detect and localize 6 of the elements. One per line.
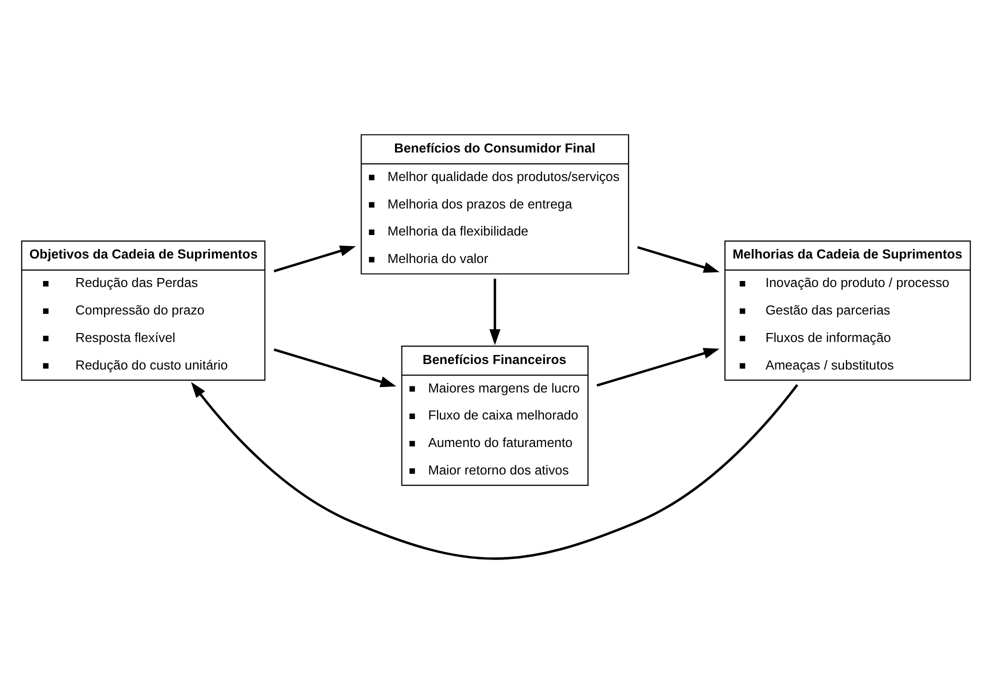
arrow [274, 246, 356, 272]
arrow [489, 278, 500, 346]
arrow [191, 382, 798, 560]
arrow [596, 348, 720, 387]
arrow [637, 246, 720, 273]
arrow [274, 348, 396, 388]
